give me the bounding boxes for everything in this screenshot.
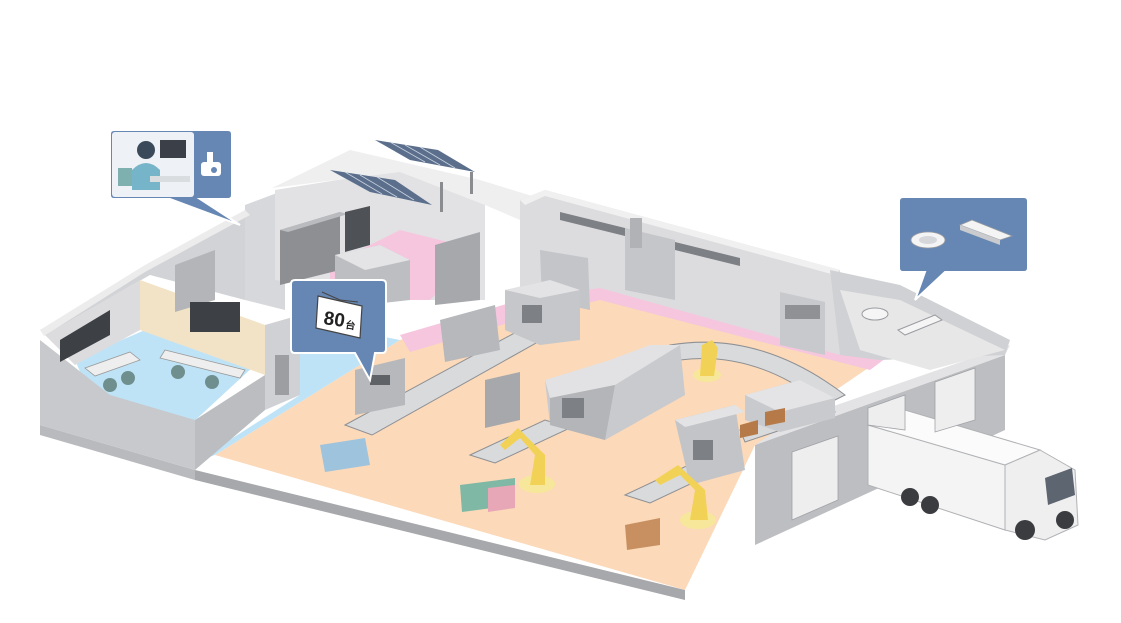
ceiling-light-rail-1 xyxy=(560,212,625,236)
tunnel-machine-top xyxy=(545,345,680,398)
counter-sign-icon: 80 台 xyxy=(315,291,363,339)
counter-value: 80 xyxy=(322,308,346,332)
robot-arm-3 xyxy=(700,340,718,376)
server-room-door xyxy=(435,232,480,305)
control-room-front-wall xyxy=(40,340,195,470)
floor-slab-front-side xyxy=(195,470,685,600)
ceiling-light-rail-2 xyxy=(675,242,740,266)
box-on-conveyor xyxy=(765,408,785,426)
dock-shutters xyxy=(791,367,976,521)
back-wall-top xyxy=(520,190,840,275)
rack-unit-pink-room-top xyxy=(335,245,410,270)
panel-light-icon xyxy=(958,219,1014,245)
truck-wheel-4 xyxy=(1056,511,1074,529)
security-camera-icon xyxy=(201,152,221,176)
floor-slab-left-side xyxy=(40,425,195,480)
wall-display-right xyxy=(190,302,240,332)
wall-display-left xyxy=(60,310,110,362)
pallet-boxes xyxy=(625,518,660,550)
control-room-furniture xyxy=(60,302,246,392)
machines xyxy=(355,280,835,485)
control-room-right-wall xyxy=(195,375,265,470)
partition-door xyxy=(275,355,289,395)
counter-unit: 台 xyxy=(345,318,357,332)
control-corridor-floor xyxy=(195,320,400,462)
chair-1 xyxy=(103,378,117,392)
exhaust-duct-pipe xyxy=(630,218,642,248)
truck-windshield xyxy=(1045,468,1075,505)
wall-cabinet-vent xyxy=(785,305,820,319)
solar-panels xyxy=(330,140,475,212)
tunnel-machine-opening xyxy=(562,398,584,418)
wall-cabinet xyxy=(780,292,825,355)
robots xyxy=(500,340,721,529)
truck-wheel-3 xyxy=(1015,520,1035,540)
box-on-conveyor-2 xyxy=(740,420,758,438)
chair-3 xyxy=(171,365,185,379)
dock-shutter-1 xyxy=(791,435,839,521)
callout-lighting xyxy=(898,196,1029,301)
robot-arm-1 xyxy=(500,428,545,485)
solar-frame-2 xyxy=(470,172,473,194)
building-shell xyxy=(40,150,1010,600)
delivery-truck xyxy=(866,409,1079,541)
server-room-roof xyxy=(272,150,545,220)
rack-row-back xyxy=(280,212,340,285)
truck-wheel-1 xyxy=(901,488,919,506)
annex-roof-edge xyxy=(40,210,250,336)
callout-counter: 80 台 xyxy=(290,279,387,383)
solar-frame-1 xyxy=(440,182,443,212)
ceiling-light-icon xyxy=(910,231,946,249)
chair-2 xyxy=(121,371,135,385)
server-racks xyxy=(280,206,410,305)
callout-control-room xyxy=(109,129,241,226)
right-room-round-light xyxy=(861,307,889,321)
packing-machine-top xyxy=(745,380,835,412)
pallet-blue xyxy=(320,438,370,472)
inspection-machine-top xyxy=(675,405,745,427)
dock-shutter-3 xyxy=(934,367,976,433)
rack-row-back-top xyxy=(280,212,348,232)
truck-wheel-2 xyxy=(921,496,939,514)
operator-monitor-camera-icon xyxy=(118,140,190,190)
annex-door xyxy=(175,250,215,312)
control-cabinet-center xyxy=(440,305,500,362)
back-machine xyxy=(505,280,580,345)
right-room-panel-light xyxy=(896,314,944,336)
desk-left xyxy=(84,351,141,377)
chair-4 xyxy=(205,375,219,389)
back-wall-long xyxy=(520,190,840,355)
control-cabinet-left-screen xyxy=(370,375,390,385)
rack-black-cabinet xyxy=(345,206,370,252)
back-machine-top xyxy=(505,280,580,298)
pallet-pink xyxy=(488,485,515,512)
robot-arm-2 xyxy=(655,465,708,520)
desk-right xyxy=(159,349,246,379)
callout-lighting-bubble xyxy=(898,196,1029,301)
back-machine-opening xyxy=(522,305,542,323)
inspection-machine-opening xyxy=(693,440,713,460)
control-cabinet-mid xyxy=(485,372,520,428)
dock-shutter-2 xyxy=(867,394,906,431)
pallets xyxy=(320,408,785,550)
